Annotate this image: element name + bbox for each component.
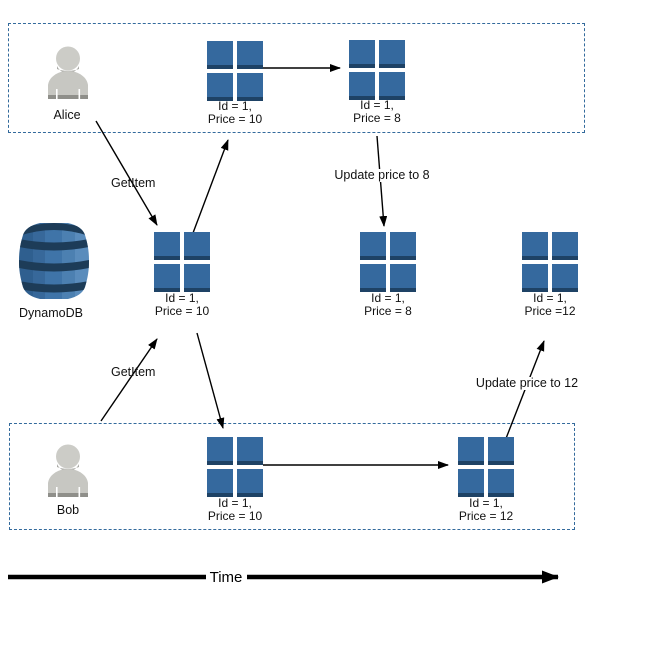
getitem-label-alice: GetItem xyxy=(111,176,156,190)
item-label-db1: Id = 1, Price = 10 xyxy=(154,291,210,318)
item-label-bob2: Id = 1, Price = 12 xyxy=(458,496,514,523)
item-tile xyxy=(154,232,180,260)
item-tile xyxy=(237,41,289,69)
item-tile xyxy=(379,72,405,100)
arrow-bob-update-price-12 xyxy=(504,340,545,442)
item-attribute-circle xyxy=(586,235,604,253)
item-tile xyxy=(207,469,233,497)
item-icon-alice-price10 xyxy=(207,41,289,101)
item-tile xyxy=(207,437,233,465)
item-tile xyxy=(552,232,604,260)
bob-lane-box xyxy=(9,423,575,530)
item-attribute-circle xyxy=(271,44,289,62)
item-icon-db-price12 xyxy=(522,232,604,292)
item-tile xyxy=(360,264,386,292)
item-tile xyxy=(390,232,442,260)
dynamodb-label: DynamoDB xyxy=(19,306,83,320)
item-tile xyxy=(207,73,233,101)
item-tile xyxy=(237,469,263,497)
item-tile xyxy=(458,437,484,465)
item-attribute-circle xyxy=(413,43,431,61)
item-tile xyxy=(552,264,578,292)
item-tile xyxy=(390,264,416,292)
item-icon-bob-price12 xyxy=(458,437,540,497)
arrow-bob-getitem-request xyxy=(100,338,158,422)
item-tile xyxy=(522,232,548,260)
alice-person-icon xyxy=(48,46,88,99)
item-tile xyxy=(184,264,210,292)
item-tile xyxy=(154,264,180,292)
item-attribute-circle xyxy=(424,235,442,253)
alice-label: Alice xyxy=(53,108,81,122)
item-label-bob1: Id = 1, Price = 10 xyxy=(207,496,263,523)
arrow-db-response-to-bob xyxy=(196,332,225,429)
item-tile xyxy=(458,469,484,497)
item-tile xyxy=(237,437,289,465)
item-label-alice2: Id = 1, Price = 8 xyxy=(353,98,401,125)
item-icon-db-price8 xyxy=(360,232,442,292)
item-icon-bob-price10 xyxy=(207,437,289,497)
item-label-alice1: Id = 1, Price = 10 xyxy=(207,99,263,126)
dynamodb-icon xyxy=(19,223,89,299)
time-axis-label: Time xyxy=(209,569,243,586)
alice-lane-box xyxy=(8,23,585,133)
item-tile xyxy=(522,264,548,292)
item-tile xyxy=(349,72,375,100)
item-tile xyxy=(207,41,233,69)
item-icon-alice-price8 xyxy=(349,40,431,100)
update-price-8-label: Update price to 8 xyxy=(330,169,434,182)
item-tile xyxy=(349,40,375,68)
bob-person-icon xyxy=(48,444,88,497)
arrow-alice-getitem-request xyxy=(95,120,158,226)
item-tile xyxy=(184,232,236,260)
item-tile xyxy=(488,437,540,465)
arrow-db-response-to-alice xyxy=(192,139,229,234)
item-tile xyxy=(237,73,263,101)
item-label-db2: Id = 1, Price = 8 xyxy=(364,291,412,318)
update-price-12-label: Update price to 12 xyxy=(470,377,584,390)
item-attribute-circle xyxy=(218,235,236,253)
item-icon-db-price10 xyxy=(154,232,236,292)
getitem-label-bob: GetItem xyxy=(111,365,156,379)
item-label-db3: Id = 1, Price =12 xyxy=(524,291,576,318)
item-attribute-circle xyxy=(522,440,540,458)
item-attribute-circle xyxy=(271,440,289,458)
item-tile xyxy=(360,232,386,260)
item-tile xyxy=(379,40,431,68)
item-tile xyxy=(488,469,514,497)
bob-label: Bob xyxy=(56,503,80,517)
